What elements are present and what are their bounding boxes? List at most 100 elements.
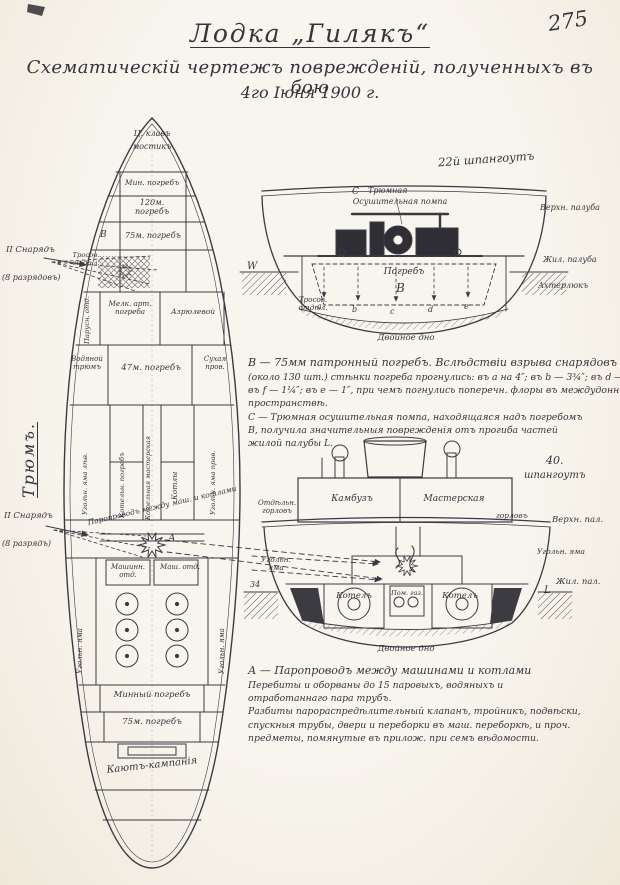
- trajectory-into-40: [251, 555, 381, 583]
- note-bc-line: В — 75мм патронный погребъ. Вслѣдствіи в…: [248, 356, 617, 369]
- shell-hit-1-label: II Снарядъ: [6, 245, 55, 255]
- double-bottom-40-label: Двойное дно: [377, 644, 435, 654]
- letter-b-plan: В: [100, 230, 107, 240]
- frame-40-number: 40.: [546, 454, 564, 467]
- coal-right-40-label: Угольн. яма: [537, 547, 585, 556]
- engine-left-label: Машинн. отд.: [111, 563, 145, 579]
- point-b: b: [352, 305, 358, 314]
- galley-label: Камбузъ: [331, 494, 373, 504]
- living-deck-40-label: Жил. пал.: [556, 577, 601, 587]
- shell-hit-2-note: (8 разрядъ): [2, 539, 51, 548]
- boiler-store-label: Котельн. погребъ: [118, 452, 126, 518]
- boilers-label: Котлы: [170, 471, 179, 500]
- section-40-drawing: [243, 436, 573, 648]
- double-bottom-hatch-40: [302, 620, 512, 637]
- boiler-right-label: Котелъ: [442, 591, 478, 601]
- cowl-vent-right: [443, 440, 461, 458]
- letter-l-label: L: [544, 585, 551, 596]
- water-hatch-left-22: [242, 273, 286, 295]
- mine-magazine-label: Мин. погребъ: [124, 178, 180, 187]
- letter-b-22: В: [396, 281, 405, 295]
- hold-side-label: Трюмъ.: [19, 421, 38, 498]
- sail-room-label: Парусн. отд.: [83, 296, 91, 344]
- note-bc-line: В, получила значительныя поврежденія отъ…: [248, 424, 558, 436]
- engine-right-box: [153, 559, 199, 586]
- shell-hit-1-note: (8 разрядовъ): [2, 273, 61, 282]
- coal-aft-right-label: Угольн. яма: [217, 628, 226, 674]
- plan-view-drawing: [43, 117, 383, 869]
- letter-a-plan: А: [168, 533, 176, 544]
- frame-40-label: шпангоутъ: [524, 470, 586, 481]
- upper-deck-22-label: Верхн. палуба: [540, 203, 600, 212]
- boiler-left-label: Котелъ: [336, 591, 372, 601]
- small-art-magazine-label: Мелк. арт. погреба: [108, 299, 152, 317]
- ink-blot: [27, 4, 45, 16]
- shell-arrow-2: [45, 525, 90, 537]
- note-a-line: Перебиты и оборваны до 15 паровыхъ, водя…: [248, 680, 504, 691]
- note-bc-line: жилой палубы L.: [248, 437, 334, 449]
- explosion-burst-40: [396, 555, 418, 577]
- page-date: 4го Іюня 1900 г.: [240, 83, 380, 102]
- magazine-47-label: 47м. погребъ: [121, 363, 181, 373]
- bridge-label-1: Ц. клавъ: [133, 129, 171, 138]
- waterline-w-label: W: [247, 261, 258, 272]
- dry-provisions-label: Сухая пров.: [203, 355, 227, 371]
- rope-room-label: Тросов. отдѣл.: [72, 251, 100, 267]
- aft-hatch-label: Ахтерлюкъ: [538, 281, 589, 290]
- coal-aft-left-label: Угольн. яма: [75, 628, 84, 674]
- water-hatch-right-40: [538, 593, 572, 619]
- shell-arrow-1: [43, 257, 88, 268]
- magazine-120-label: 120м. погребъ: [134, 198, 170, 216]
- center-box-label: Пом. газ.: [391, 589, 423, 597]
- page-title: Лодка „Гилякъ“: [190, 19, 430, 48]
- broken-pipe-2: [409, 545, 415, 573]
- water-hatch-left-40: [244, 593, 278, 619]
- engine-right-label: Маш. отд.: [160, 563, 200, 571]
- damage-crosshatch: [98, 256, 150, 288]
- engine-left-box: [105, 559, 151, 586]
- pump-machinery: [317, 197, 483, 257]
- pump-label-1: Трюмная: [368, 186, 408, 195]
- page-subtitle: Схематическій чертежъ поврежденій, получ…: [26, 57, 594, 99]
- deflection-arrows: [321, 266, 471, 302]
- coal-bunker-right: [490, 588, 522, 624]
- coal-fwd-left-label: Угольн. яма лѣв.: [81, 452, 89, 515]
- vents-label: Отдѣльн. горловъ: [257, 499, 297, 515]
- section40-hull-left: [263, 526, 407, 648]
- point-d: d: [428, 305, 434, 314]
- hull-outline: [63, 117, 241, 869]
- magazine-75-aft-label: 75м. погребъ: [122, 717, 182, 727]
- double-bottom-hatch-22: [300, 309, 508, 330]
- note-a-line: отработаннаго пара трубъ.: [248, 693, 392, 705]
- broken-pipe-1: [395, 547, 400, 569]
- note-a-line: Разбиты парораспредѣлительный клапанъ, т…: [248, 706, 581, 718]
- section40-hull-right: [405, 526, 551, 648]
- azr-compartment-label: Азрюлевой: [170, 307, 216, 316]
- note-bc-line: С — Трюмная осушительная помпа, находяща…: [248, 411, 583, 423]
- letter-c-22: С: [352, 187, 359, 197]
- water-hold-label: Водяной трюмъ: [71, 355, 103, 371]
- shell-trajectory-fan-1: [51, 255, 159, 293]
- magazine-deflection-outline: [311, 263, 497, 306]
- point-e: e: [464, 302, 469, 311]
- mine-magazine-aft-label: Минный погребъ: [113, 690, 191, 700]
- note-a-line: спускныя трубы, двери и переборки въ маш…: [248, 719, 571, 731]
- section-22-drawing: [239, 185, 569, 335]
- num-34-label: 34: [250, 580, 261, 589]
- bridge-label-2: мостикъ: [132, 142, 172, 151]
- coal-bunker-left: [290, 588, 324, 624]
- deckhouse: [297, 477, 513, 523]
- funnel: [363, 440, 427, 478]
- note-bc-line: (около 130 шт.) стѣнки погреба прогнулис…: [248, 372, 620, 383]
- point-c: c: [390, 307, 395, 316]
- note-a-line: А — Паропроводъ между машинами и котлами: [248, 664, 532, 677]
- trajectory-to-section40: [164, 539, 383, 582]
- rope-room-22-label: Тросов. отдѣл.: [298, 295, 328, 313]
- coal-fwd-right-label: Угольн. яма прав.: [209, 450, 217, 515]
- gorl-label: горловъ: [496, 511, 528, 520]
- note-bc-line: пространствѣ.: [248, 398, 328, 410]
- pump-label-2: Осушительная помпа: [352, 197, 448, 206]
- cowl-vent-left: [331, 444, 349, 462]
